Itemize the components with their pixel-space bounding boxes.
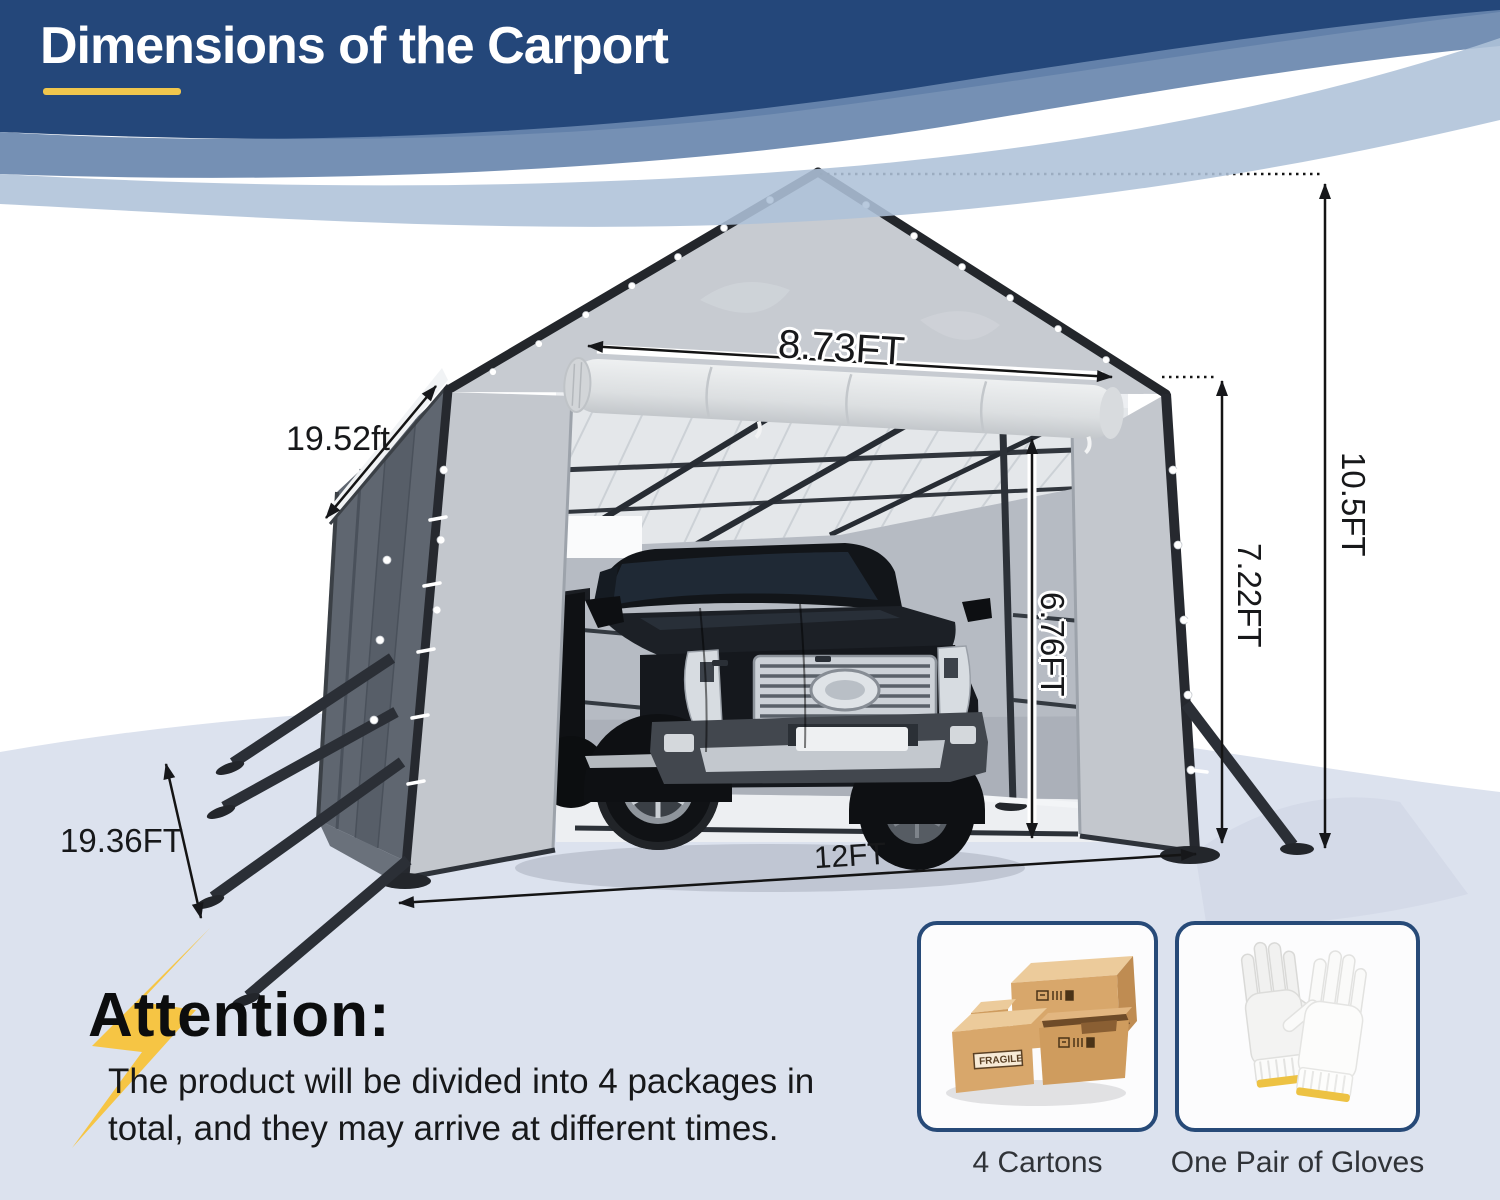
page-title: Dimensions of the Carport — [40, 17, 669, 75]
dim-label-side-length: 19.52ft — [286, 420, 390, 458]
dim-label-wall-height: 7.22FT — [1231, 543, 1268, 648]
arrow-side-length — [325, 385, 437, 519]
toggle-pins — [406, 468, 1209, 786]
arrow-ground-length — [163, 763, 204, 919]
lightning-icon — [72, 928, 210, 1148]
carton-boxes-icon: FRAGILE — [946, 956, 1137, 1106]
dim-label-total-height: 10.5FT — [1335, 452, 1372, 557]
dim-label-door-width: 8.73FT — [776, 322, 906, 374]
gloves-icon — [1240, 941, 1367, 1102]
attention-title: Attention: — [88, 981, 391, 1050]
gloves-card — [1175, 921, 1420, 1132]
cartons-card: FRAGILE — [917, 921, 1158, 1132]
swoosh-medium — [0, 10, 1500, 178]
header-waves — [0, 0, 1500, 227]
dotted-extension-lines — [820, 172, 1322, 379]
title-underline — [43, 88, 181, 95]
dim-label-door-height: 6.76FT — [1034, 592, 1071, 697]
attention-line-1: The product will be divided into 4 packa… — [108, 1062, 815, 1101]
support-legs — [209, 653, 1298, 1001]
dim-label-ground-length: 19.36FT — [60, 822, 183, 859]
arrow-front-width — [398, 848, 1197, 909]
fragile-text: FRAGILE — [979, 1053, 1024, 1067]
dimension-lines — [163, 172, 1331, 919]
dim-label-front-width: 12FT — [812, 835, 888, 876]
cartons-label: 4 Cartons — [972, 1146, 1103, 1179]
attention-line-2: total, and they may arrive at different … — [108, 1109, 779, 1148]
gloves-label: One Pair of Gloves — [1170, 1146, 1425, 1179]
swoosh-light — [0, 38, 1500, 227]
header-navy-band — [0, 0, 1500, 140]
attention-text: The product will be divided into 4 packa… — [108, 1058, 814, 1152]
arrow-door-width — [587, 340, 1113, 383]
